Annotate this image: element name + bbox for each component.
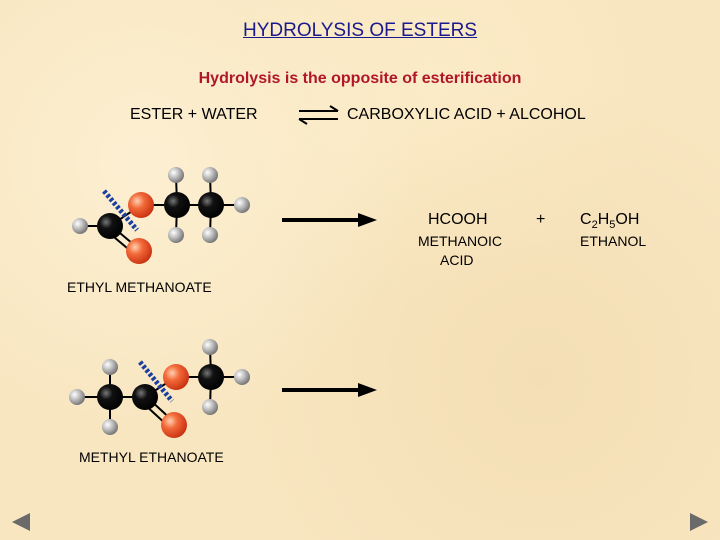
product-ethanol-formula: C2H5OH (580, 211, 640, 232)
oxygen-atom (126, 238, 152, 264)
hydrogen-atom (168, 227, 184, 243)
hydrogen-atom (234, 369, 250, 385)
cleavage-line (138, 360, 174, 403)
carbon-atom (97, 213, 123, 239)
oxygen-atom (128, 192, 154, 218)
reaction-arrow-icon (282, 213, 377, 227)
carbon-atom (132, 384, 158, 410)
oxygen-atom (163, 364, 189, 390)
right-triangle-icon[interactable] (690, 513, 708, 531)
carbon-atom (198, 192, 224, 218)
carbon-atom (97, 384, 123, 410)
methanoic-acid-label-line1: METHANOIC (418, 233, 502, 249)
plus-sign: + (536, 211, 546, 228)
reaction-arrow-icon (282, 383, 377, 397)
hydrogen-atom (202, 227, 218, 243)
carbon-atom (198, 364, 224, 390)
hydrogen-atom (234, 197, 250, 213)
hydrogen-atom (72, 218, 88, 234)
ethanol-label: ETHANOL (580, 233, 647, 249)
oxygen-atom (161, 412, 187, 438)
ethyl-methanoate-atoms (72, 167, 250, 264)
product-methanoic-acid-formula: HCOOH (428, 211, 488, 228)
methyl-ethanoate-atoms (69, 339, 250, 438)
hydrogen-atom (102, 359, 118, 375)
hydrogen-atom (168, 167, 184, 183)
ethyl-methanoate-label: ETHYL METHANOATE (67, 279, 212, 295)
left-triangle-icon[interactable] (12, 513, 30, 531)
equation-left: ESTER + WATER (130, 106, 258, 123)
hydrogen-atom (202, 339, 218, 355)
methanoic-acid-label-line2: ACID (440, 252, 474, 268)
methyl-ethanoate-label: METHYL ETHANOATE (79, 449, 224, 465)
subtitle: Hydrolysis is the opposite of esterifica… (198, 70, 522, 87)
cleavage-line (102, 189, 139, 232)
hydrogen-atom (202, 399, 218, 415)
hydrogen-atom (202, 167, 218, 183)
hydrogen-atom (69, 389, 85, 405)
page-title: HYDROLYSIS OF ESTERS (242, 20, 478, 41)
hydrogen-atom (102, 419, 118, 435)
carbon-atom (164, 192, 190, 218)
equation-right: CARBOXYLIC ACID + ALCOHOL (347, 106, 586, 123)
